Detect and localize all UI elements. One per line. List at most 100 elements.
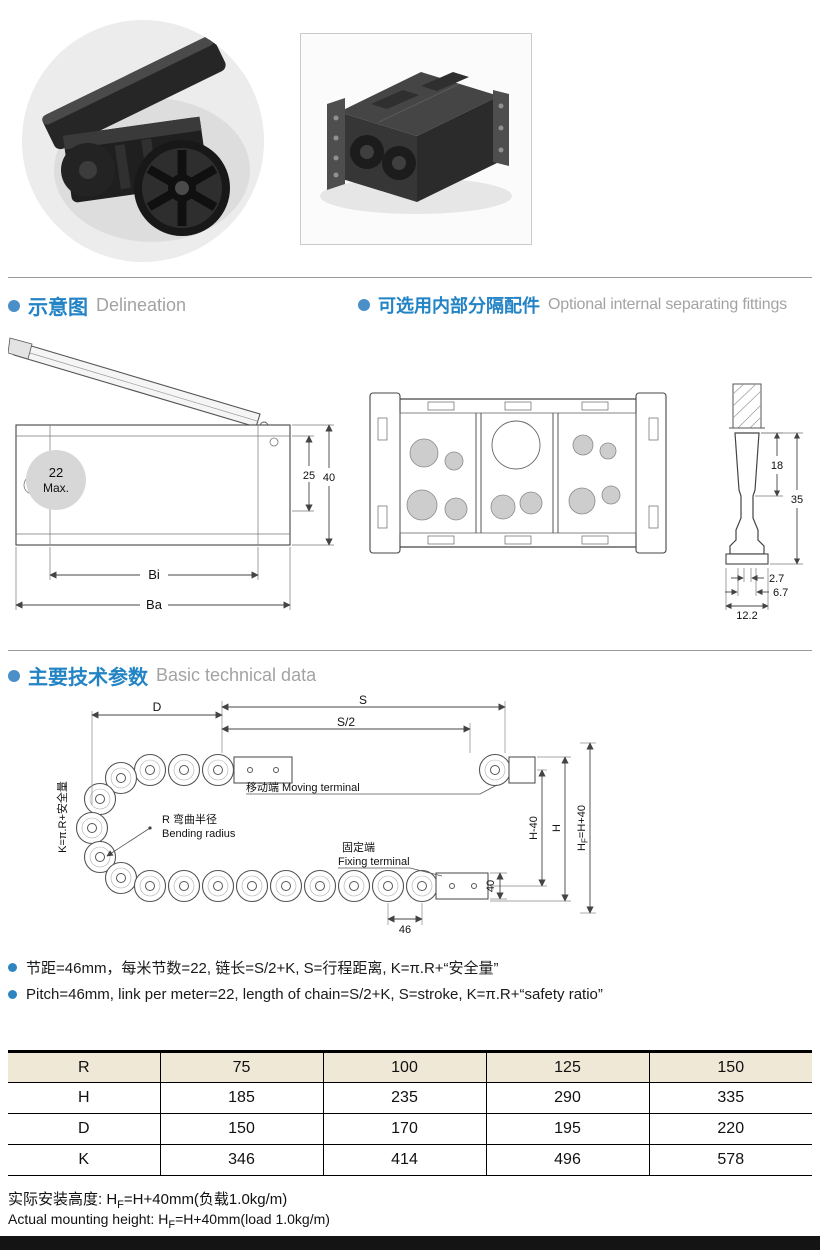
table-cell: 346: [159, 1144, 324, 1176]
mounting-height-note-en: Actual mounting height: HF=H+40mm(load 1…: [8, 1211, 330, 1231]
dim-hf-sub: F: [581, 838, 590, 843]
section-delineation-header: 示意图 Delineation: [8, 291, 186, 320]
pitch-note-en: Pitch=46mm, link per meter=22, length of…: [8, 986, 603, 1003]
delineation-drawing: 22 Max. 25 40 Bi Ba: [7, 330, 343, 620]
divider-middle: [8, 650, 812, 651]
section-bullet-icon: [8, 669, 20, 682]
table-header-cell: 100: [322, 1051, 487, 1083]
pitch-note-en-text: Pitch=46mm, link per meter=22, length of…: [26, 986, 603, 1003]
pitch-note-zh-text: 节距=46mm，每米节数=22, 链长=S/2+K, S=行程距离, K=π.R…: [26, 960, 499, 977]
table-row: D 150 170 195 220: [8, 1113, 812, 1145]
mounting-note-en-suffix: =H+40mm(load 1.0kg/m): [175, 1211, 330, 1227]
dim-2-7-label: 2.7: [769, 573, 784, 585]
table-cell: D: [8, 1113, 161, 1145]
spec-table: R 75 100 125 150 H 185 235 290 335 D 150…: [8, 1050, 812, 1176]
moving-terminal-label: 移动端 Moving terminal: [246, 781, 360, 794]
bend-radius-label-zh: R 弯曲半径: [162, 812, 217, 826]
leader-lines: [106, 784, 498, 877]
product-photo-round: [22, 20, 264, 262]
bottom-bar: [0, 1236, 820, 1250]
dim-35-label: 35: [791, 494, 803, 506]
dimension-lines: [91, 703, 594, 923]
fixed-terminal-label-en: Fixing terminal: [338, 856, 410, 868]
section-title-zh: 主要技术参数: [28, 667, 148, 689]
separator-profile-drawing: 18 35 2.7 6.7 12.2: [693, 378, 818, 623]
table-row: K 346 414 496 578: [8, 1144, 812, 1176]
dim-25-label: 25: [303, 470, 315, 482]
dim-40-label: 40: [323, 472, 335, 484]
dim-18-label: 18: [771, 460, 783, 472]
table-cell: 235: [322, 1082, 487, 1114]
max-diameter-circle: [26, 450, 86, 510]
dim-s-label: S: [359, 695, 367, 707]
section-technical-header: 主要技术参数 Basic technical data: [8, 661, 316, 690]
section-title-en: Basic technical data: [156, 665, 317, 685]
table-header-cell: 150: [648, 1051, 812, 1083]
cross-section-drawing: [368, 383, 668, 563]
section-bullet-icon: [8, 299, 20, 312]
fixed-terminal-label-zh: 固定端: [342, 840, 375, 854]
dim-12-2-label: 12.2: [736, 610, 757, 622]
table-cell: 195: [485, 1113, 650, 1145]
product-photo-round-art: [22, 20, 264, 262]
section-bullet-icon: [358, 299, 370, 311]
pitch-note-zh: 节距=46mm，每米节数=22, 链长=S/2+K, S=行程距离, K=π.R…: [8, 957, 499, 978]
dim-d-label: D: [153, 700, 162, 714]
note-bullet-icon: [8, 990, 17, 999]
k-safety-label: K=π.R+安全量: [55, 781, 69, 853]
separator-profile-shape: [725, 432, 769, 565]
table-cell: 335: [648, 1082, 812, 1114]
mounting-height-note-zh: 实际安装高度: HF=H+40mm(负载1.0kg/m): [8, 1188, 287, 1211]
table-cell: 496: [485, 1144, 650, 1176]
dim-ba-label: Ba: [146, 597, 163, 612]
table-header-cell: 75: [159, 1051, 324, 1083]
table-row: H 185 235 290 335: [8, 1082, 812, 1114]
mounting-slots: [377, 401, 659, 545]
terminal-blocks: [233, 756, 536, 900]
section-title-zh: 示意图: [28, 297, 88, 319]
table-cell: 185: [159, 1082, 324, 1114]
carrier-lid-shape: [42, 35, 226, 150]
table-cell: 290: [485, 1082, 650, 1114]
mounting-note-zh-sub: F: [117, 1199, 124, 1211]
bend-radius-label-en: Bending radius: [162, 828, 236, 840]
dim-6-7-label: 6.7: [773, 587, 788, 599]
cable-circles: [406, 434, 621, 521]
dimension-lines: [15, 424, 333, 609]
dim-46-label: 46: [399, 924, 411, 936]
table-header-row: R 75 100 125 150: [8, 1051, 812, 1083]
dim-40-label: 40: [485, 880, 497, 892]
table-cell: 170: [322, 1113, 487, 1145]
note-bullet-icon: [8, 963, 17, 972]
carrier-lid-open: [7, 337, 269, 431]
table-header-cell: R: [8, 1051, 161, 1083]
dim-h-label: H: [551, 824, 563, 832]
dim-bi-label: Bi: [148, 567, 160, 582]
dim-s2-label: S/2: [337, 715, 355, 729]
mounting-note-zh-suffix: =H+40mm(负载1.0kg/m): [123, 1191, 288, 1208]
product-photo-rect: [300, 33, 532, 245]
max-diameter-value: 22: [49, 465, 63, 480]
divider-top: [8, 277, 812, 278]
max-diameter-unit: Max.: [43, 481, 69, 495]
table-cell: 220: [648, 1113, 812, 1145]
mounting-note-zh-prefix: 实际安装高度: H: [8, 1191, 118, 1208]
internal-separators: [475, 413, 559, 533]
section-title-en: Optional internal separating fittings: [548, 296, 787, 313]
carrier-endcap-shape: [134, 140, 230, 236]
table-cell: H: [8, 1082, 161, 1114]
section-title-en: Delineation: [96, 295, 187, 315]
rail-hatched-block: [729, 383, 765, 429]
dim-hf-rest: =H+40: [576, 805, 588, 838]
section-fittings-header: 可选用内部分隔配件 Optional internal separating f…: [358, 292, 787, 318]
table-header-cell: 125: [485, 1051, 650, 1083]
mounting-note-en-prefix: Actual mounting height: H: [8, 1211, 169, 1227]
mounting-note-en-sub: F: [168, 1218, 176, 1231]
dim-h40-label: H-40: [528, 816, 540, 840]
dim-hf-label: HF=H+40: [576, 805, 590, 851]
section-title-zh: 可选用内部分隔配件: [378, 296, 540, 316]
dim-hf-h: H: [576, 843, 588, 851]
table-cell: 578: [648, 1144, 812, 1176]
cable-circle-large: [491, 420, 541, 470]
